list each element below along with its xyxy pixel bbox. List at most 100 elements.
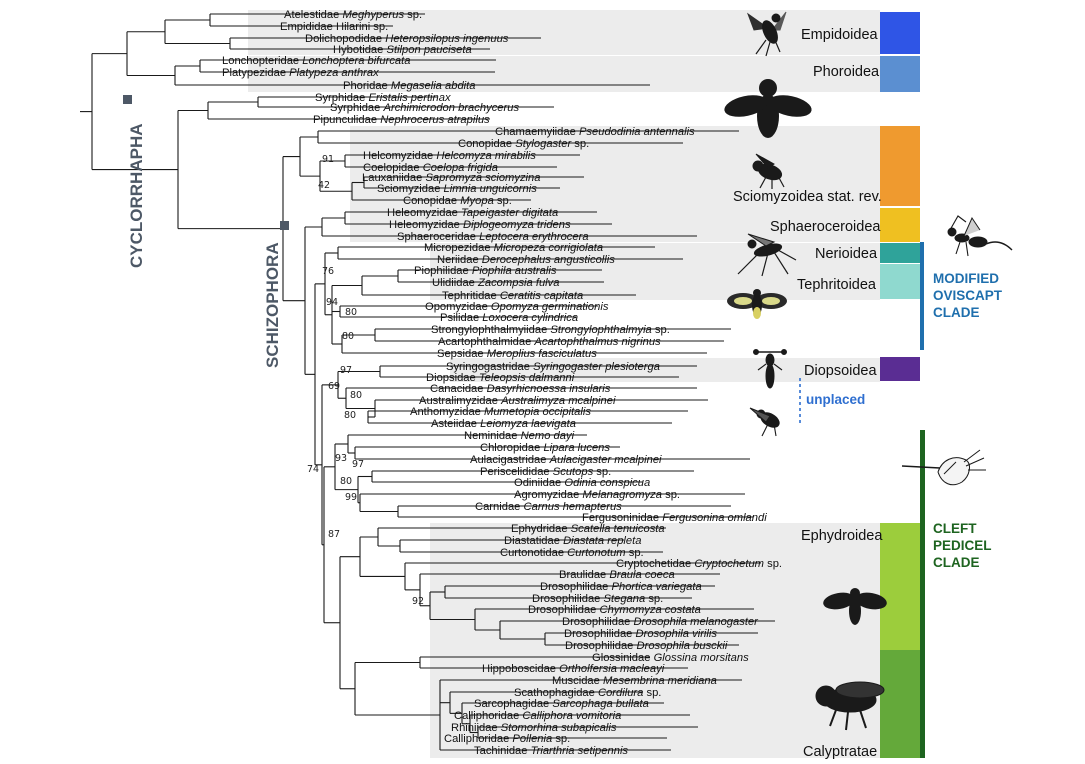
taxon-label: Hippoboscidae Ortholfersia macleayi bbox=[482, 663, 665, 675]
taxon-label: Asteiidae Leiomyza laevigata bbox=[431, 418, 576, 430]
taxon-label: Sarcophagidae Sarcophaga bullata bbox=[474, 698, 649, 710]
schizophora-label: SCHIZOPHORA bbox=[263, 242, 282, 368]
taxon-label: Phoridae Megaselia abdita bbox=[343, 80, 476, 92]
ephydroidea-label: Ephydroidea bbox=[801, 528, 883, 544]
taxon-label: Opomyzidae Opomyza germinationis bbox=[425, 301, 609, 313]
support-value: 97 bbox=[340, 365, 352, 376]
taxon-label: Micropezidae Micropeza corrigiolata bbox=[424, 242, 603, 254]
taxon-label: Anthomyzidae Mumetopia occipitalis bbox=[410, 406, 591, 418]
stilt-legged-fly-icon bbox=[737, 233, 797, 277]
taxon-label: Hybotidae Stilpon pauciseta bbox=[333, 44, 472, 56]
wasp-silhouette-icon bbox=[947, 215, 1013, 257]
taxon-label: Muscidae Mesembrina meridiana bbox=[552, 675, 717, 687]
tephritoidea-color-bar bbox=[880, 264, 920, 299]
taxon-label: Pipunculidae Nephrocerus atrapilus bbox=[313, 114, 490, 126]
taxon-label: Calliphoridae Pollenia sp. bbox=[444, 733, 570, 745]
support-value: 80 bbox=[342, 331, 354, 342]
sciomyzoidea-color-bar bbox=[880, 126, 920, 206]
taxon-label: Psilidae Loxocera cylindrica bbox=[440, 312, 578, 324]
taxon-label: Diastatidae Diastata repleta bbox=[504, 535, 641, 547]
support-value: 80 bbox=[340, 476, 352, 487]
nerioidea-color-bar bbox=[880, 243, 920, 263]
support-value: 97 bbox=[352, 459, 364, 470]
taxon-label: Agromyzidae Melanagromyza sp. bbox=[514, 489, 680, 501]
diopsoidea-label: Diopsoidea bbox=[804, 363, 877, 379]
diopsoidea-color-bar bbox=[880, 357, 920, 381]
taxon-label: Heleomyzidae Tapeigaster digitata bbox=[387, 207, 558, 219]
calyptratae-label: Calyptratae bbox=[803, 744, 877, 760]
sphaeroceroidea-label: Sphaeroceroidea bbox=[770, 219, 881, 235]
ephydroidea-color-bar bbox=[880, 523, 920, 650]
taxon-label: Rhiniidae Stomorhina subapicalis bbox=[451, 722, 617, 734]
cyclorrhapha-node-marker bbox=[123, 95, 132, 104]
taxon-label: Drosophilidae Drosophila melanogaster bbox=[562, 616, 759, 628]
group-shade-band bbox=[450, 358, 880, 382]
taxon-label: Ephydridae Scatella tenuicosta bbox=[511, 523, 665, 535]
taxon-label: Dolichopodidae Heteropsilopus ingenuus bbox=[305, 33, 509, 45]
taxon-label: Neriidae Derocephalus angusticollis bbox=[437, 254, 615, 266]
taxon-label: Carnidae Carnus hemapterus bbox=[475, 501, 622, 513]
stalk-eyed-fly-icon bbox=[753, 349, 787, 389]
taxon-label: Conopidae Stylogaster sp. bbox=[458, 138, 589, 150]
taxon-label: Tephritidae Ceratitis capitata bbox=[442, 290, 583, 302]
support-value: 91 bbox=[322, 154, 334, 165]
taxon-label: Canacidae Dasyrhicnoessa insularis bbox=[430, 383, 611, 395]
taxon-label: Scathophagidae Cordilura sp. bbox=[514, 687, 661, 699]
taxon-label: Drosophilidae Stegana sp. bbox=[532, 593, 663, 605]
cyclorrhapha-label: CYCLORRHAPHA bbox=[127, 124, 146, 269]
cleft-pedicel-label-3: CLADE bbox=[933, 555, 980, 570]
cleft-pedicel-bar bbox=[920, 430, 925, 758]
sphaeroceroidea-color-bar bbox=[880, 208, 920, 242]
tephritid-fly-icon bbox=[727, 289, 787, 319]
taxon-label: Neminidae Nemo dayi bbox=[464, 430, 575, 442]
taxon-label: Australimyzidae Australimyza mcalpinei bbox=[419, 395, 616, 407]
taxon-label: Drosophilidae Drosophila virilis bbox=[564, 628, 717, 640]
modified-oviscapt-label-3: CLADE bbox=[933, 305, 980, 320]
small-acalyptrate-fly-icon bbox=[749, 407, 780, 437]
taxon-label: Aulacigastridae Aulacigaster mcalpinei bbox=[470, 454, 662, 466]
taxon-label: Tachinidae Triarthria setipennis bbox=[474, 745, 628, 757]
taxon-label: Diopsidae Teleopsis dalmanni bbox=[426, 372, 575, 384]
taxon-label: Periscelididae Scutops sp. bbox=[480, 466, 611, 478]
taxon-label: Sepsidae Meroplius fasciculatus bbox=[437, 348, 597, 360]
schizophora-node-marker bbox=[280, 221, 289, 230]
nerioidea-label: Nerioidea bbox=[815, 246, 878, 262]
cleft-pedicel-label-1: CLEFT bbox=[933, 521, 977, 536]
modified-oviscapt-label-1: MODIFIED bbox=[933, 271, 999, 286]
taxon-label: Fergusoninidae Fergusonina omlandi bbox=[582, 512, 767, 524]
modified-oviscapt-bar bbox=[920, 242, 924, 350]
taxon-label: Conopidae Myopa sp. bbox=[403, 195, 512, 207]
support-value: 87 bbox=[328, 529, 340, 540]
sciomyzid-fly-icon bbox=[752, 153, 785, 189]
tephritoidea-label: Tephritoidea bbox=[797, 277, 877, 293]
drosophila-fly-icon bbox=[823, 588, 887, 625]
support-value: 42 bbox=[318, 180, 330, 191]
support-value: 94 bbox=[326, 297, 338, 308]
support-value: 93 bbox=[335, 453, 347, 464]
support-value: 99 bbox=[345, 492, 357, 503]
modified-oviscapt-label-2: OVISCAPT bbox=[933, 288, 1003, 303]
taxon-label: Empididae Hilarini sp. bbox=[280, 21, 388, 33]
support-value: 76 bbox=[322, 266, 334, 277]
taxon-label: Syringogastridae Syringogaster plesioter… bbox=[446, 361, 660, 373]
calyptratae-color-bar bbox=[880, 650, 920, 758]
taxon-label: Lonchopteridae Lonchoptera bifurcata bbox=[222, 55, 410, 67]
taxon-label: Drosophilidae Drosophila busckii bbox=[565, 640, 728, 652]
phoroidea-color-bar bbox=[880, 56, 920, 92]
taxon-label: Strongylophthalmyiidae Strongylophthalmy… bbox=[431, 324, 670, 336]
sciomyzoidea-label: Sciomyzoidea stat. rev. bbox=[733, 189, 882, 205]
empidoidea-color-bar bbox=[880, 12, 920, 54]
support-value: 69 bbox=[328, 381, 340, 392]
cleft-pedicel-label-2: PEDICEL bbox=[933, 538, 992, 553]
taxon-label: Atelestidae Meghyperus sp. bbox=[284, 9, 422, 21]
taxon-label: Heleomyzidae Diplogeomyza tridens bbox=[389, 219, 571, 231]
taxon-label: Lauxaniidae Sapromyza sciomyzina bbox=[362, 172, 540, 184]
taxon-label: Calliphoridae Calliphora vomitoria bbox=[454, 710, 621, 722]
taxon-label: Acartophthalmidae Acartophthalmus nigrin… bbox=[438, 336, 661, 348]
taxon-label: Braulidae Braula coeca bbox=[559, 569, 675, 581]
support-value: 74 bbox=[307, 464, 319, 475]
support-value: 80 bbox=[344, 410, 356, 421]
empidid-fly-icon bbox=[746, 11, 787, 57]
support-value: 80 bbox=[345, 307, 357, 318]
